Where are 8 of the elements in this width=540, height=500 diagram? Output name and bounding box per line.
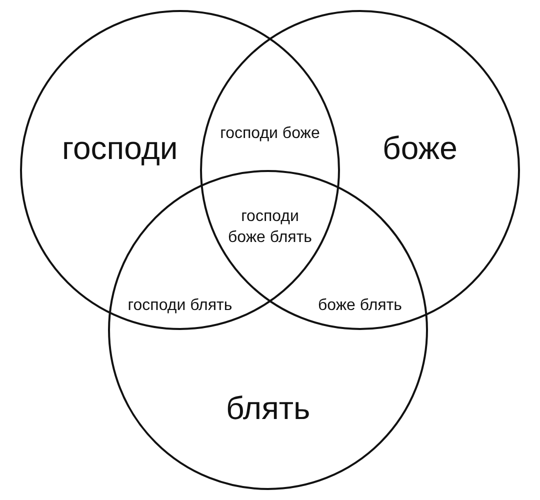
circle-label: блять [226, 390, 310, 426]
circle-label: господи [62, 130, 178, 166]
overlap-label: господи боже блять [226, 207, 314, 248]
circle-label: боже [382, 130, 458, 166]
overlap-label: боже блять [316, 296, 404, 316]
overlap-label: господи боже [219, 124, 321, 144]
venn-circle [108, 170, 428, 490]
overlap-label: господи блять [126, 296, 234, 316]
